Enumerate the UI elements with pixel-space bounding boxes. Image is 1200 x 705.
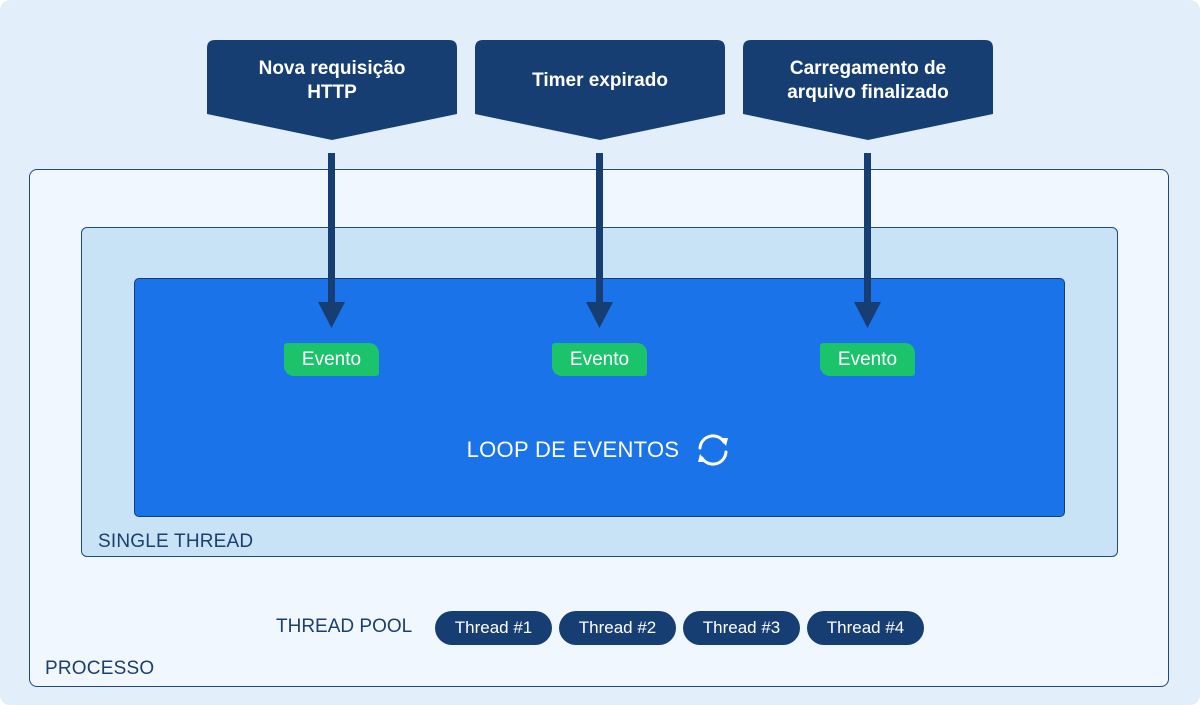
arrow-shaft — [596, 153, 603, 303]
single-thread-label: SINGLE THREAD — [98, 531, 254, 552]
arrow-head — [318, 302, 345, 328]
thread-pool-label: THREAD POOL — [276, 616, 413, 637]
source-callout-file: Carregamento de arquivo finalizado — [743, 40, 993, 140]
refresh-icon — [693, 430, 733, 470]
source-label: Nova requisição HTTP — [258, 58, 406, 103]
thread-pill-2: Thread #2 — [559, 611, 676, 645]
callout-shape — [475, 40, 725, 140]
processo-label: PROCESSO — [45, 658, 155, 679]
event-loop-title: LOOP DE EVENTOS — [0, 432, 1200, 468]
source-label: Timer expirado — [532, 70, 668, 91]
arrow-head — [586, 302, 613, 328]
thread-pill-4: Thread #4 — [807, 611, 924, 645]
source-callout-timer: Timer expirado — [475, 40, 725, 140]
event-badge-http: Evento — [284, 343, 379, 376]
callout-shape — [743, 40, 993, 140]
arrow-head — [854, 302, 881, 328]
thread-pill-3: Thread #3 — [683, 611, 800, 645]
event-badge-timer: Evento — [552, 343, 647, 376]
source-callout-http: Nova requisição HTTP — [207, 40, 457, 140]
arrow-shaft — [864, 153, 871, 303]
callout-shape — [207, 40, 457, 140]
source-label: Carregamento de arquivo finalizado — [787, 58, 949, 103]
event-loop-label: LOOP DE EVENTOS — [466, 437, 680, 462]
event-badge-file: Evento — [820, 343, 915, 376]
thread-pool-row: THREAD POOL Thread #1 Thread #2 Thread #… — [0, 611, 1200, 645]
thread-pill-1: Thread #1 — [435, 611, 552, 645]
arrow-shaft — [328, 153, 335, 303]
